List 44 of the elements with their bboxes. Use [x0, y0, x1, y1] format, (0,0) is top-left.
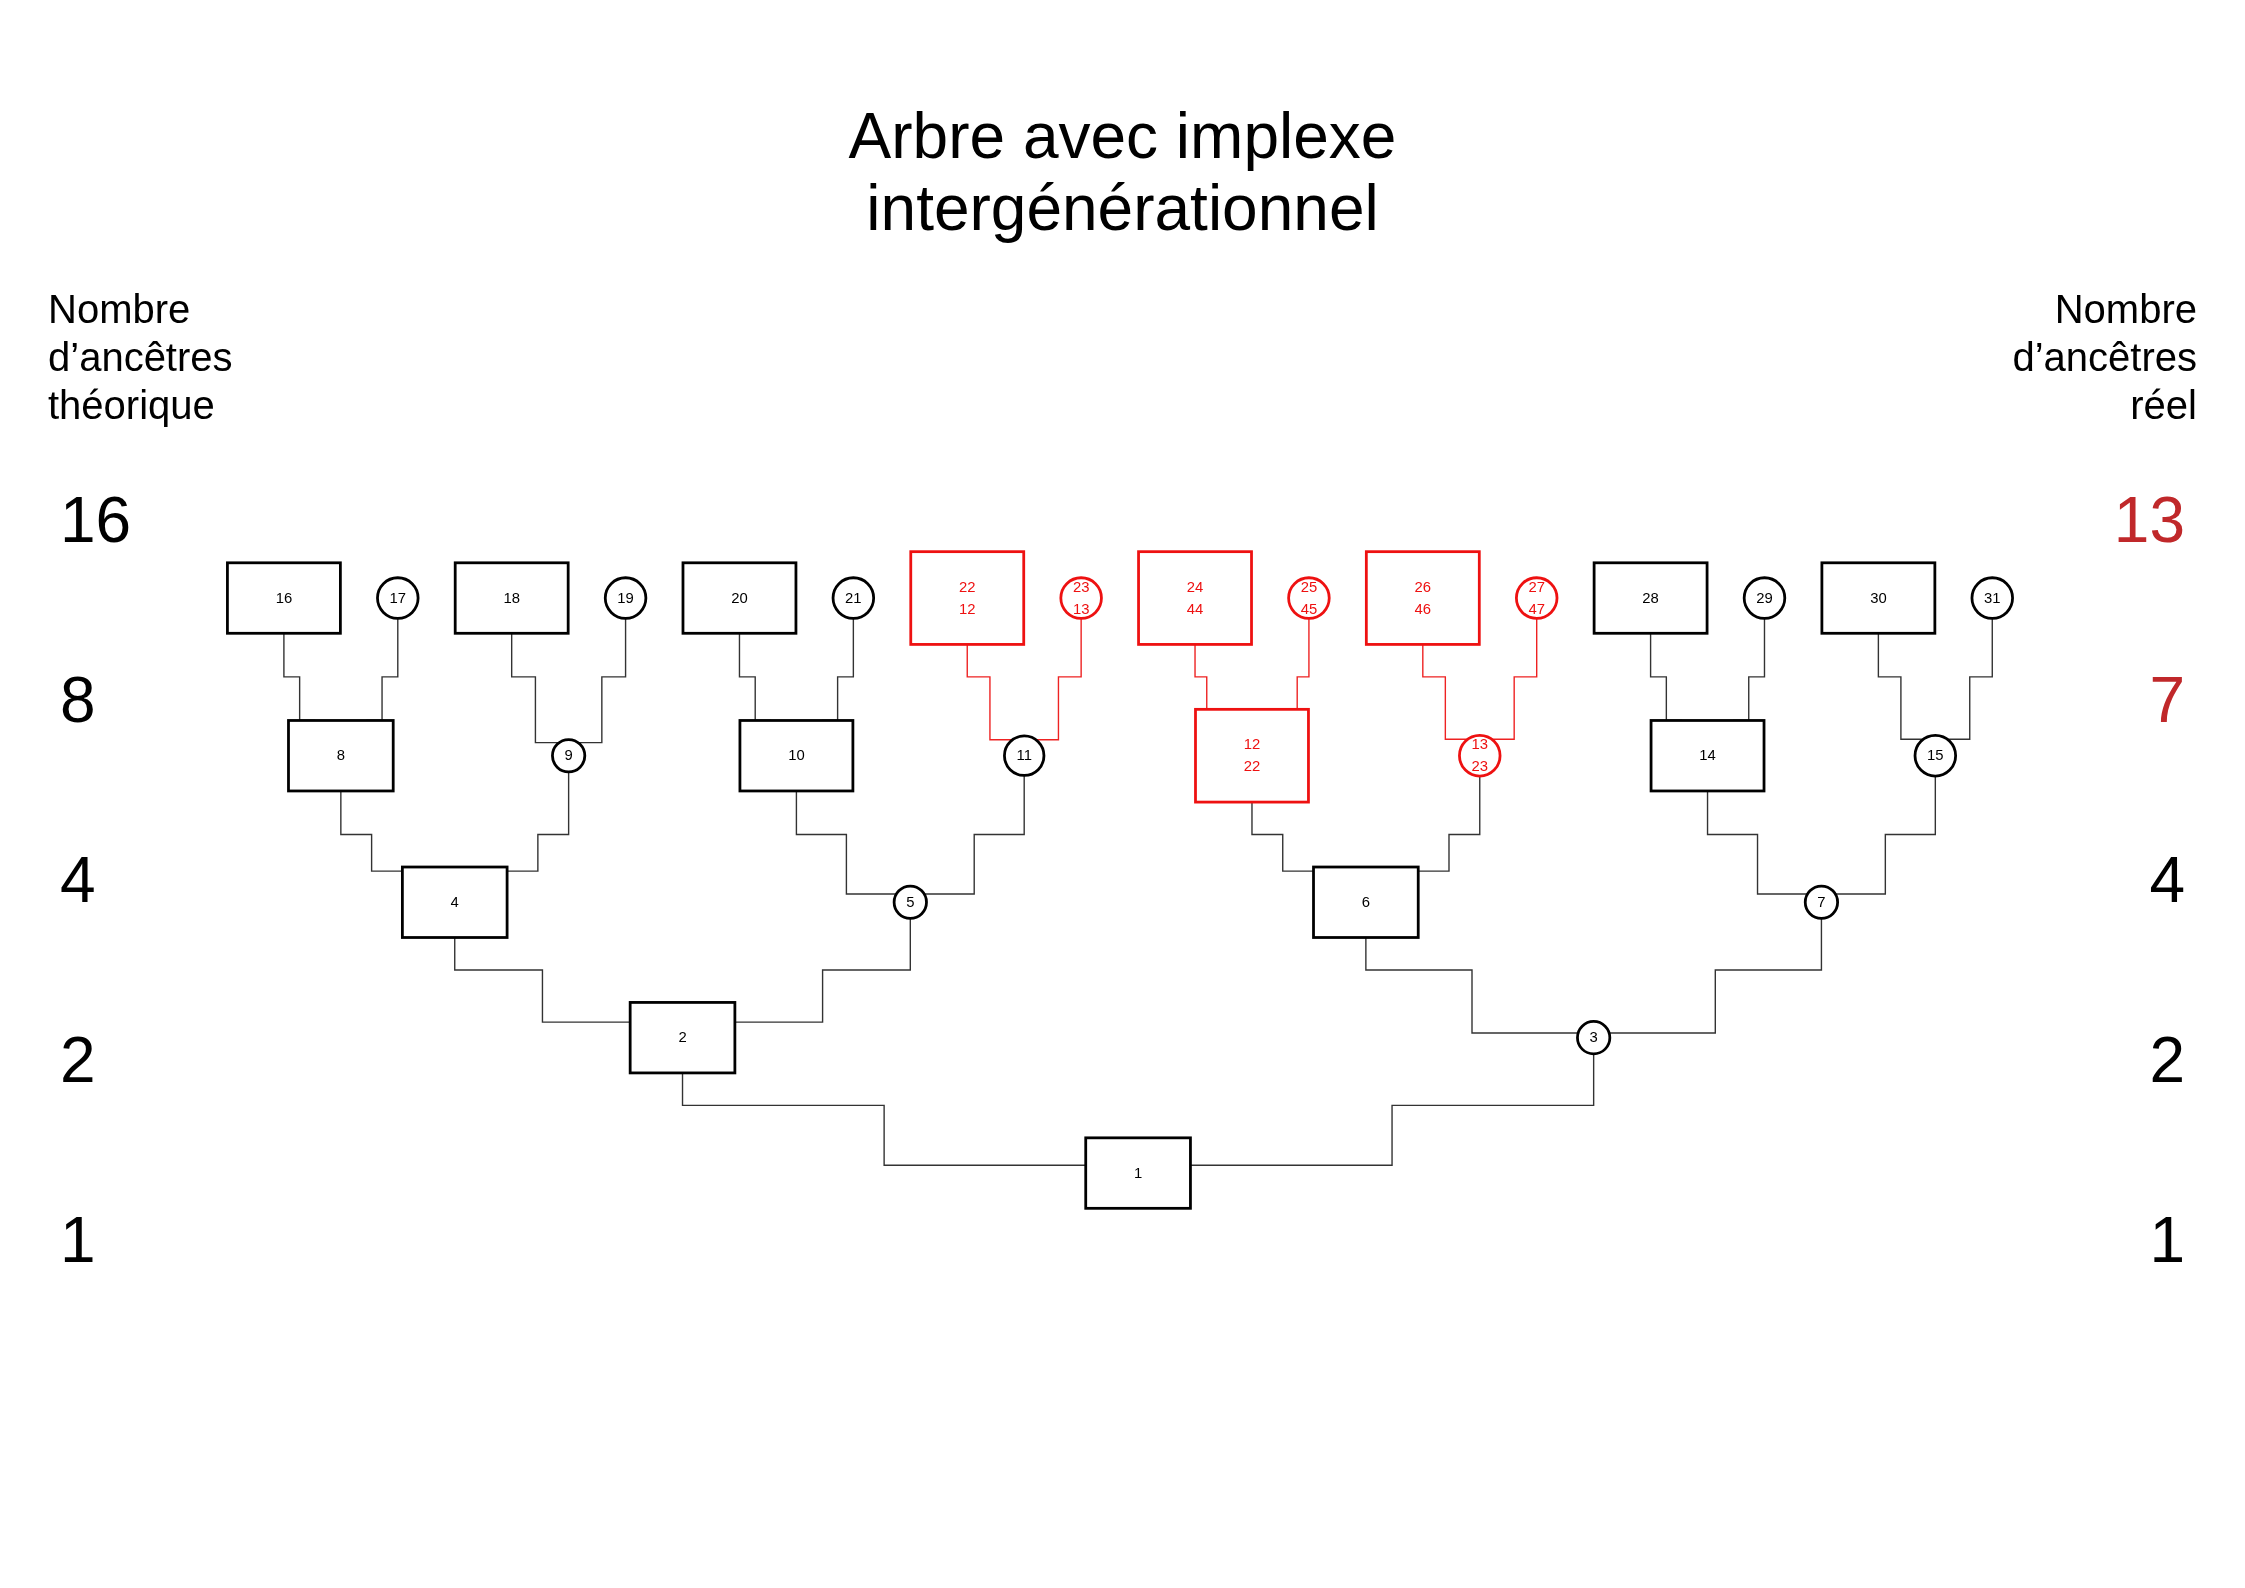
node-box: 30 [1820, 561, 1937, 635]
node-circle: 7 [1803, 884, 1839, 920]
node-box: 22 12 [909, 550, 1026, 646]
generation-count: 1 [60, 1203, 97, 1278]
node-circle: 15 [1913, 734, 1958, 778]
node-box: 26 46 [1364, 550, 1481, 646]
generation-count: 1 [2148, 1203, 2185, 1278]
generation-count: 4 [60, 843, 97, 918]
node-box: 24 44 [1137, 550, 1253, 646]
node-circle: 5 [892, 884, 928, 920]
node-circle: 27 47 [1515, 576, 1559, 620]
node-box: 20 [681, 561, 798, 635]
generation-count: 4 [2148, 843, 2185, 918]
node-circle: 19 [603, 576, 648, 620]
title: Arbre avec implexe intergénérationnel [847, 100, 1398, 244]
node-circle: 17 [376, 576, 420, 620]
node-box: 12 22 [1194, 707, 1310, 804]
node-box: 1 [1084, 1136, 1192, 1210]
node-circle: 3 [1576, 1020, 1612, 1056]
generation-count: 7 [2148, 663, 2185, 738]
generation-count: 2 [2148, 1023, 2185, 1098]
node-circle: 11 [1003, 734, 1046, 777]
generation-count: 8 [60, 663, 97, 738]
node-circle: 31 [1970, 576, 2014, 620]
node-circle: 9 [551, 738, 587, 774]
node-box: 4 [401, 865, 509, 939]
node-circle: 25 45 [1287, 576, 1331, 620]
node-box: 8 [287, 719, 395, 793]
column-header: Nombre d’ancêtres réel [2011, 286, 2197, 429]
node-box: 14 [1649, 719, 1766, 793]
node-box: 2 [628, 1001, 737, 1075]
node-box: 28 [1592, 561, 1709, 635]
node-box: 18 [453, 561, 570, 635]
node-circle: 13 23 [1458, 734, 1502, 778]
node-circle: 21 [831, 576, 876, 620]
column-header: Nombre d’ancêtres théorique [48, 286, 234, 429]
generation-count: 16 [60, 483, 132, 558]
node-circle: 29 [1742, 576, 1787, 620]
generation-count: 2 [60, 1023, 97, 1098]
node-box: 16 [226, 561, 342, 635]
node-box: 10 [738, 719, 855, 793]
node-circle: 23 13 [1059, 576, 1103, 620]
node-box: 6 [1312, 865, 1420, 939]
generation-count: 13 [2113, 483, 2185, 558]
